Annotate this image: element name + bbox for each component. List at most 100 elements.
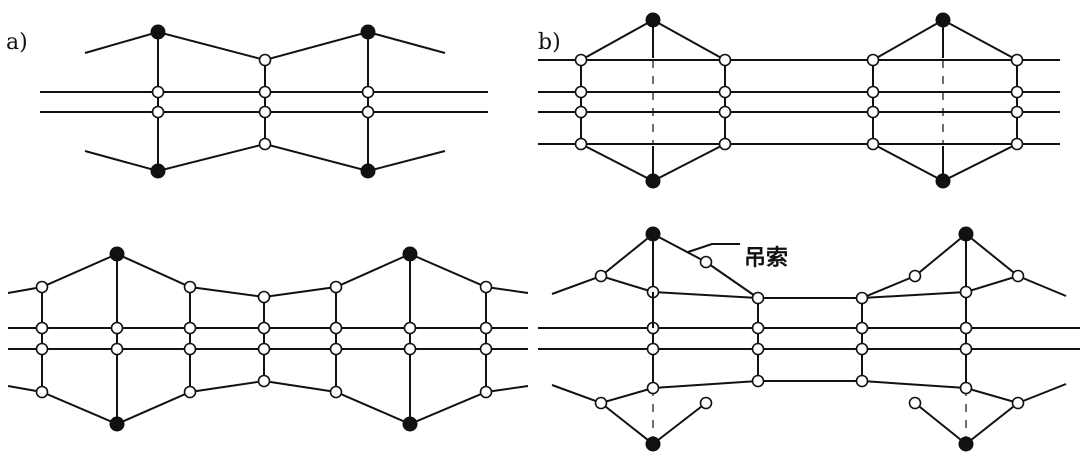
deck-node bbox=[718, 85, 732, 99]
deck-node bbox=[574, 137, 588, 151]
deck-node bbox=[479, 342, 493, 356]
hanger-cable bbox=[705, 261, 759, 299]
cable-node bbox=[855, 374, 869, 388]
cable-node bbox=[35, 385, 49, 399]
cable-node bbox=[329, 280, 343, 294]
deck-node bbox=[959, 342, 973, 356]
panel-label-a: a) bbox=[6, 30, 28, 55]
anchor-bottom bbox=[958, 436, 974, 452]
cable-node bbox=[1011, 396, 1025, 410]
deck-node bbox=[959, 321, 973, 335]
deck-node bbox=[866, 105, 880, 119]
cable-node bbox=[855, 291, 869, 305]
deck-node bbox=[361, 105, 375, 119]
hanger-cable bbox=[652, 233, 707, 263]
cable-node bbox=[594, 269, 608, 283]
hanger-cable bbox=[965, 402, 1019, 445]
anchor-bottom bbox=[109, 416, 125, 432]
deck-node bbox=[35, 321, 49, 335]
deck-node bbox=[866, 53, 880, 67]
deck-node bbox=[751, 342, 765, 356]
anchor-bottom bbox=[645, 436, 661, 452]
hanger-cable bbox=[914, 402, 967, 445]
cable-node bbox=[1011, 269, 1025, 283]
deck-node bbox=[183, 342, 197, 356]
deck-node bbox=[479, 321, 493, 335]
hanger-cable bbox=[914, 233, 967, 277]
cable-node bbox=[329, 385, 343, 399]
anchor-bottom bbox=[402, 416, 418, 432]
anchor-bottom bbox=[645, 173, 661, 189]
anchor-top bbox=[109, 246, 125, 262]
deck-node bbox=[855, 321, 869, 335]
cable-node bbox=[751, 291, 765, 305]
deck-node bbox=[866, 85, 880, 99]
cable-node bbox=[594, 396, 608, 410]
deck-node bbox=[1010, 53, 1024, 67]
anchor-bottom bbox=[935, 173, 951, 189]
anchor-top bbox=[645, 12, 661, 28]
cable-node bbox=[959, 285, 973, 299]
cable-node bbox=[257, 374, 271, 388]
deck-node bbox=[1010, 137, 1024, 151]
deck-node bbox=[257, 321, 271, 335]
deck-node bbox=[35, 342, 49, 356]
anchor-top bbox=[150, 24, 166, 40]
deck-node bbox=[403, 321, 417, 335]
deck-node bbox=[403, 342, 417, 356]
hanger-cable bbox=[652, 402, 707, 445]
deck-node bbox=[866, 137, 880, 151]
top-cable bbox=[551, 274, 1067, 299]
deck-node bbox=[183, 321, 197, 335]
cable-node bbox=[699, 396, 713, 410]
deck-node bbox=[257, 342, 271, 356]
cable-node bbox=[35, 280, 49, 294]
panel-label-b: b) bbox=[538, 30, 561, 55]
cable-node bbox=[751, 374, 765, 388]
cable-node bbox=[183, 385, 197, 399]
annotation-leader bbox=[687, 243, 740, 253]
cable-node bbox=[699, 255, 713, 269]
anchor-bottom bbox=[360, 163, 376, 179]
bottom-cable bbox=[551, 380, 1067, 405]
deck-node bbox=[855, 342, 869, 356]
deck-node bbox=[258, 85, 272, 99]
cable-node bbox=[258, 53, 272, 67]
deck-node bbox=[110, 342, 124, 356]
hanger-cable bbox=[600, 402, 654, 445]
anchor-top bbox=[645, 226, 661, 242]
deck-node bbox=[1010, 105, 1024, 119]
cable-annotation: 吊索 bbox=[744, 246, 789, 271]
hanger-cable bbox=[965, 233, 1019, 277]
cable-node bbox=[258, 137, 272, 151]
anchor-top bbox=[958, 226, 974, 242]
top-cable bbox=[7, 252, 529, 299]
deck-node bbox=[258, 105, 272, 119]
deck-node bbox=[329, 321, 343, 335]
bottom-cable bbox=[7, 379, 529, 426]
deck-node bbox=[574, 53, 588, 67]
deck-node bbox=[110, 321, 124, 335]
hanger-cable bbox=[861, 275, 916, 299]
cable-node bbox=[479, 280, 493, 294]
cable-node bbox=[257, 290, 271, 304]
hanger-cable bbox=[600, 233, 654, 277]
deck-node bbox=[361, 85, 375, 99]
anchor-top bbox=[935, 12, 951, 28]
cable-node bbox=[646, 381, 660, 395]
deck-node bbox=[329, 342, 343, 356]
deck-node bbox=[646, 342, 660, 356]
anchor-top bbox=[402, 246, 418, 262]
deck-node bbox=[718, 53, 732, 67]
deck-node bbox=[751, 321, 765, 335]
deck-node bbox=[1010, 85, 1024, 99]
cable-node bbox=[908, 396, 922, 410]
deck-node bbox=[574, 85, 588, 99]
deck-node bbox=[718, 137, 732, 151]
cable-node bbox=[908, 269, 922, 283]
deck-node bbox=[151, 105, 165, 119]
cable-node bbox=[479, 385, 493, 399]
cable-node bbox=[183, 280, 197, 294]
